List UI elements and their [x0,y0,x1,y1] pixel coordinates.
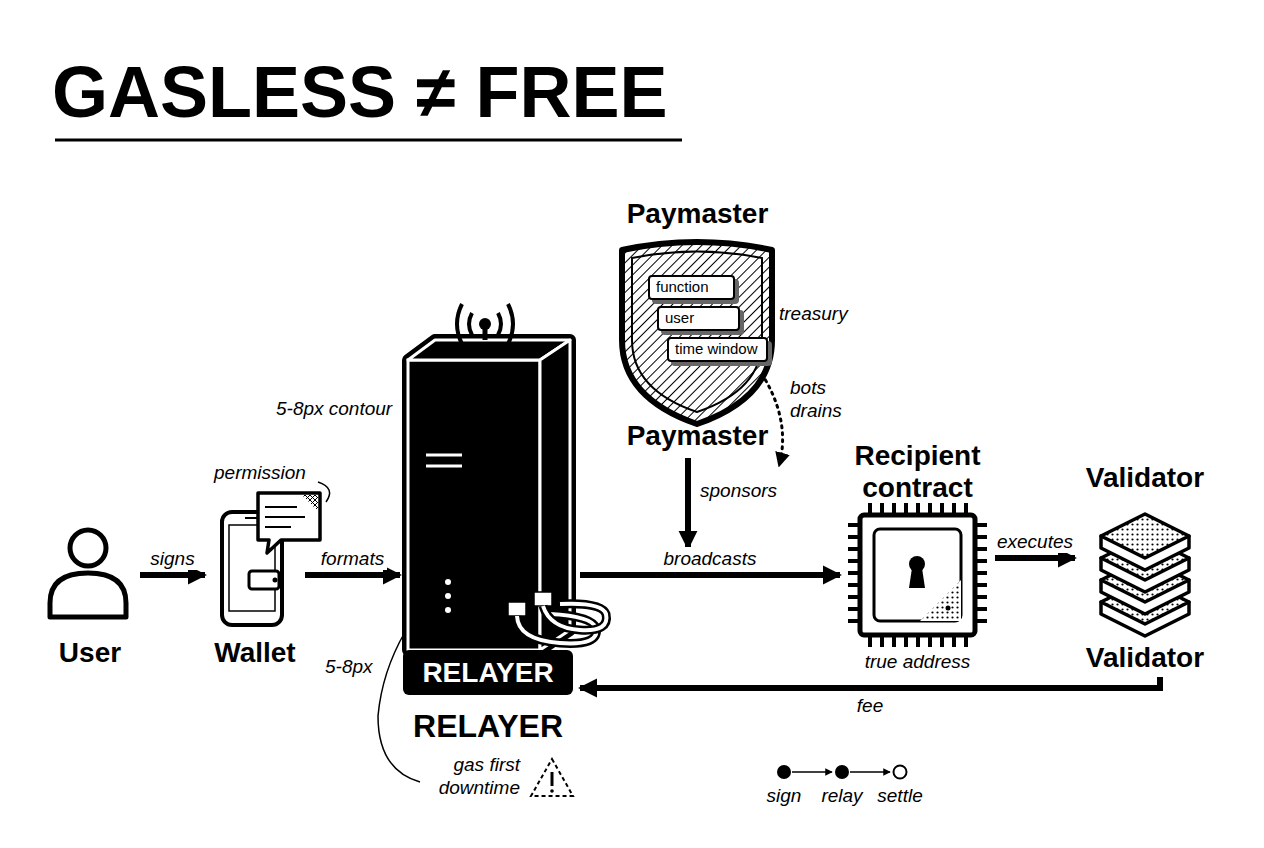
node-caption: Validator [1075,642,1215,674]
validator-stack: ValidatorValidator [1075,462,1215,677]
dimension-note: 5-8px [325,655,385,678]
node-title: RELAYER [403,650,573,695]
node-caption: true address [840,650,995,673]
policy-card: time window [667,337,768,362]
sequence-label: settle [872,784,928,807]
warning-symbol [531,759,573,796]
flow-arrow [140,572,205,578]
callout-label: permission [214,461,324,484]
card-text: function [650,277,733,297]
node-title: User [40,637,140,669]
warning-note: gas first downtime [418,753,520,799]
node-title: Wallet [205,637,305,669]
flow-arrow [305,572,400,578]
card-text: user [659,308,738,328]
user-actor: User [40,525,140,675]
policy-card: user [657,306,740,331]
edge-label: broadcasts [661,547,760,570]
diagram-title: GASLESS ≠ FREE [52,52,668,132]
paymaster-shield: PaymasterPaymasterfunctionusertime windo… [600,198,800,456]
card-text: time window [669,339,766,359]
flow-arrow [580,572,840,578]
recipient-chip: Recipient contract true address [840,440,995,680]
flow-label: sponsors [700,479,800,502]
sequence-label: sign [759,784,809,807]
policy-card: function [648,275,735,300]
node-caption: Paymaster [600,420,795,452]
sequence-label: relay [817,784,867,807]
edge-label: executes [994,530,1076,553]
sponsor-arrow [685,458,691,548]
node-title: Paymaster [600,198,795,230]
edge-label: formats [318,547,387,570]
flow-arrow [580,677,1160,688]
callout-label: bots drains [790,376,854,422]
sequence-key [777,765,907,779]
flow-arrow [995,555,1075,561]
node-title: Recipient contract [840,440,995,504]
node-caption: RELAYER [400,708,576,744]
relayer-server: RELAYERRELAYER [400,310,580,740]
dimension-note: 5-8px contour [276,397,406,420]
title-underline [55,139,682,142]
edge-label: signs [147,547,197,570]
wallet-device: Wallet [205,485,305,675]
node-title: Validator [1075,462,1215,494]
callout-label: treasury [779,302,869,325]
edge-label: fee [854,694,886,717]
